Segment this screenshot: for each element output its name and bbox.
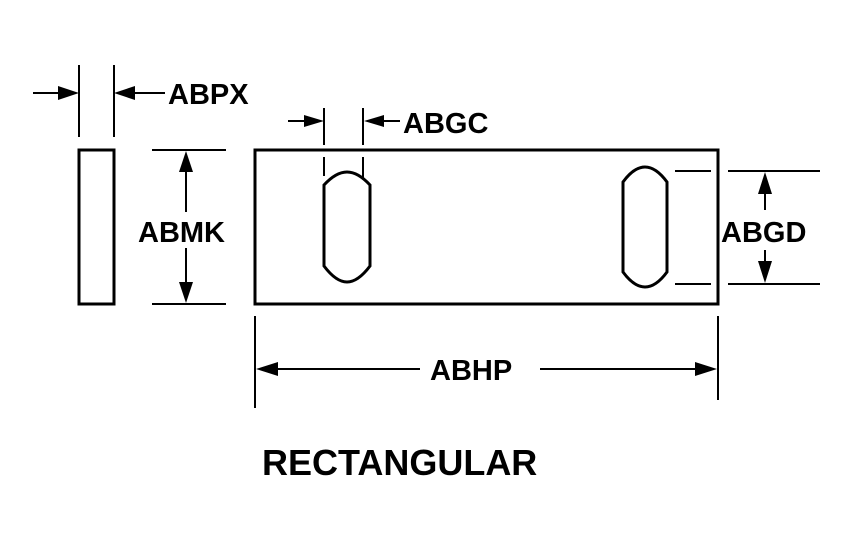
plate-outline xyxy=(253,148,720,306)
abhp-label: ABHP xyxy=(430,355,512,387)
abgd-label: ABGD xyxy=(721,217,806,249)
abgd-dimension: ABGD xyxy=(675,170,820,285)
abmk-label: ABMK xyxy=(138,217,225,249)
abgc-dimension: ABGC xyxy=(288,108,488,179)
right-slot xyxy=(621,165,669,289)
shape-caption: RECTANGULAR xyxy=(262,442,537,483)
abhp-dimension: ABHP xyxy=(254,316,719,408)
abgc-label: ABGC xyxy=(403,108,488,140)
left-slot xyxy=(322,170,372,284)
abmk-dimension: ABMK xyxy=(138,149,226,305)
abpx-label: ABPX xyxy=(168,79,249,111)
abpx-dimension: ABPX xyxy=(33,65,249,137)
side-view-outline xyxy=(77,148,116,306)
